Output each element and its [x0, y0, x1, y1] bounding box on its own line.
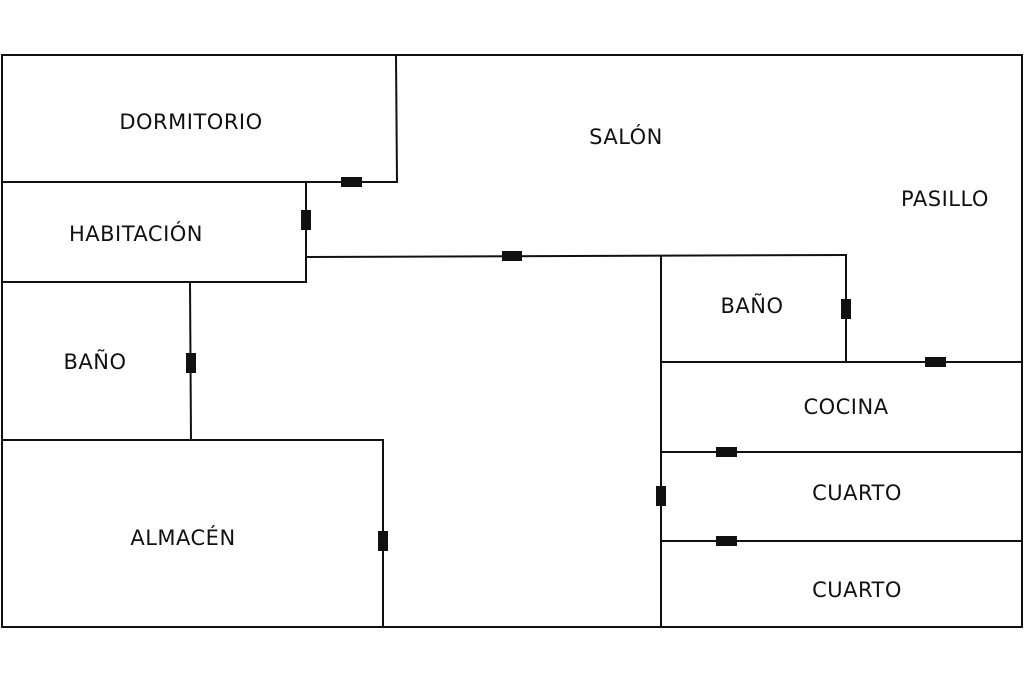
- outer-walls: [1, 54, 1023, 628]
- label-cuarto-1: CUARTO: [812, 481, 902, 505]
- door-cuarto-2: [716, 536, 737, 546]
- label-salon: SALÓN: [589, 124, 663, 149]
- label-almacen: ALMACÉN: [130, 525, 235, 550]
- door-east-block: [656, 486, 666, 506]
- room-labels: DORMITORIO SALÓN PASILLO HABITACIÓN BAÑO…: [63, 110, 988, 602]
- label-cocina: COCINA: [803, 395, 888, 419]
- label-dormitorio: DORMITORIO: [119, 110, 262, 134]
- label-bano-left: BAÑO: [63, 348, 126, 374]
- door-salon: [502, 251, 522, 261]
- door-habitacion: [301, 210, 311, 230]
- door-bano-left: [186, 353, 196, 373]
- label-pasillo: PASILLO: [901, 187, 989, 211]
- door-bano-center: [841, 299, 851, 319]
- label-habitacion: HABITACIÓN: [69, 221, 203, 246]
- wall-dormitorio-right: [394, 53, 399, 184]
- label-cuarto-2: CUARTO: [812, 578, 902, 602]
- door-dormitorio: [341, 177, 362, 187]
- label-bano-center: BAÑO: [720, 292, 783, 318]
- door-almacen: [378, 531, 388, 551]
- door-cuarto-1: [716, 447, 737, 457]
- wall-salon-bottom: [304, 253, 848, 259]
- doors: [186, 177, 946, 551]
- door-cocina: [925, 357, 946, 367]
